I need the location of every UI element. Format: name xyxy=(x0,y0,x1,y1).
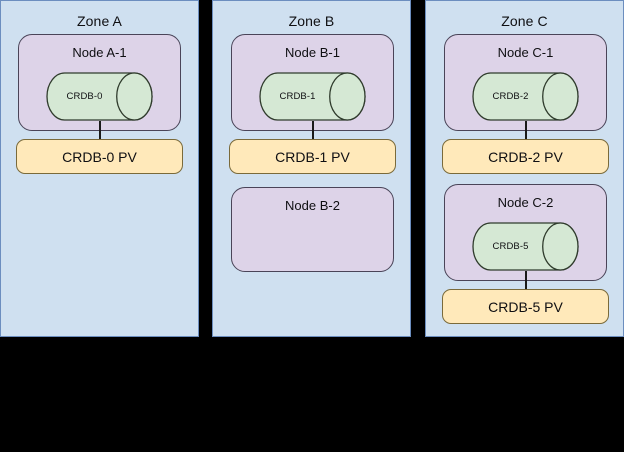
persistent-volume-crdb-0-pv[interactable]: CRDB-0 PV xyxy=(16,139,183,174)
database-pod-crdb-5[interactable]: CRDB-5 xyxy=(472,222,579,271)
persistent-volume-label: CRDB-5 PV xyxy=(488,298,563,315)
node-title: Node B-2 xyxy=(285,198,340,213)
connector-line xyxy=(312,121,314,139)
cylinder-shape xyxy=(472,222,579,271)
node-box-node-b-2[interactable]: Node B-2 xyxy=(231,187,394,272)
cylinder-shape xyxy=(46,72,153,121)
connector-line xyxy=(99,121,101,139)
cylinder-shape xyxy=(472,72,579,121)
persistent-volume-crdb-1-pv[interactable]: CRDB-1 PV xyxy=(229,139,396,174)
zone-title: Zone B xyxy=(288,13,335,29)
node-title: Node A-1 xyxy=(72,45,127,60)
node-title: Node C-1 xyxy=(497,45,554,60)
zone-title: Zone A xyxy=(77,13,122,29)
database-pod-crdb-0[interactable]: CRDB-0 xyxy=(46,72,153,121)
node-title: Node C-2 xyxy=(497,195,554,210)
connector-line xyxy=(525,271,527,289)
database-pod-crdb-1[interactable]: CRDB-1 xyxy=(259,72,366,121)
node-title: Node B-1 xyxy=(285,45,340,60)
cylinder-shape xyxy=(259,72,366,121)
zone-title: Zone C xyxy=(501,13,548,29)
persistent-volume-crdb-5-pv[interactable]: CRDB-5 PV xyxy=(442,289,609,324)
persistent-volume-crdb-2-pv[interactable]: CRDB-2 PV xyxy=(442,139,609,174)
persistent-volume-label: CRDB-0 PV xyxy=(62,148,137,165)
persistent-volume-label: CRDB-2 PV xyxy=(488,148,563,165)
connector-line xyxy=(525,121,527,139)
database-pod-crdb-2[interactable]: CRDB-2 xyxy=(472,72,579,121)
persistent-volume-label: CRDB-1 PV xyxy=(275,148,350,165)
